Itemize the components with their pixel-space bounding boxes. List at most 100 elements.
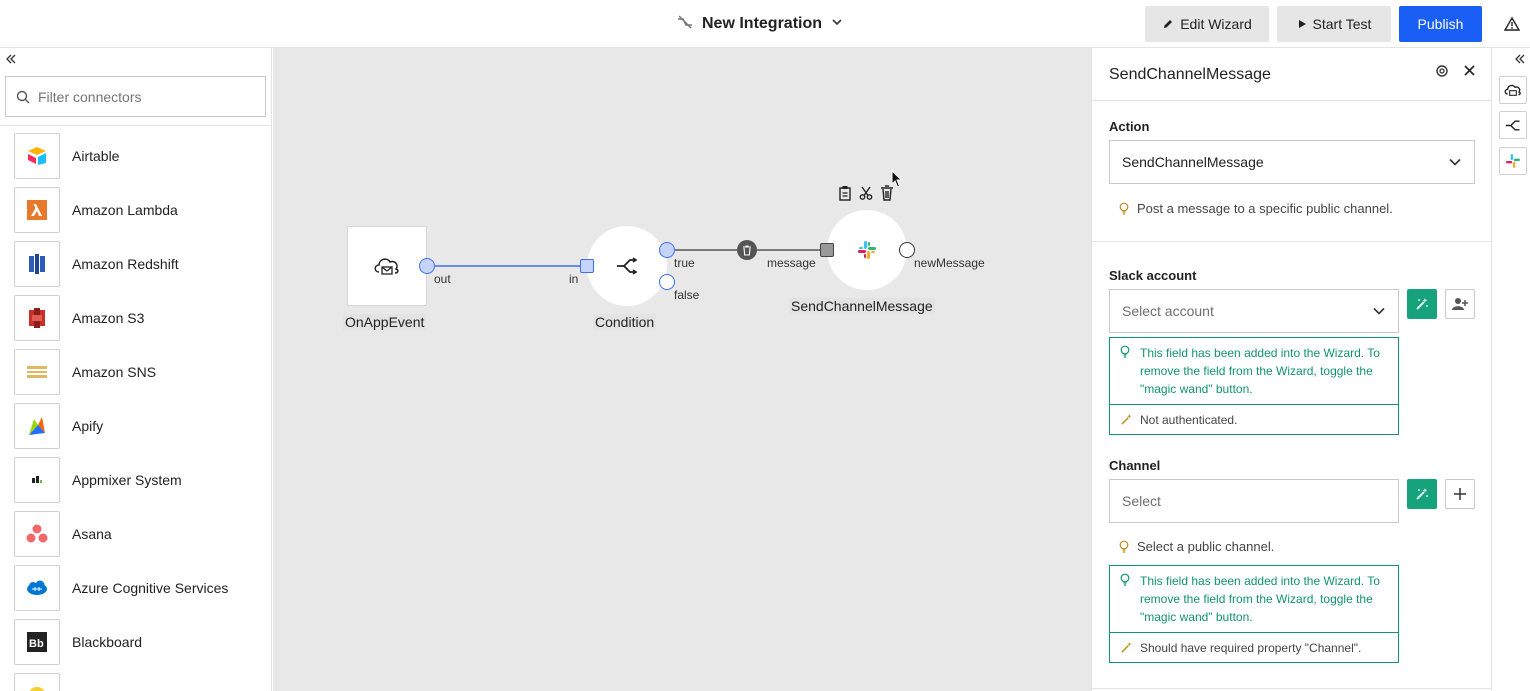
slack-account-placeholder: Select account	[1122, 303, 1214, 319]
channel-magic-wand-button[interactable]	[1407, 479, 1437, 509]
filter-connectors-field[interactable]	[5, 76, 266, 117]
search-icon	[16, 90, 30, 103]
appmixer-icon	[14, 457, 60, 503]
node-onappevent[interactable]	[347, 226, 427, 306]
connector-airtable[interactable]: Airtable	[14, 133, 119, 179]
integration-title: New Integration	[702, 15, 823, 32]
connector-partial[interactable]	[14, 673, 60, 691]
slack-account-label: Slack account	[1109, 268, 1197, 283]
chevron-down-icon[interactable]	[830, 15, 844, 34]
warning-icon[interactable]	[1503, 16, 1521, 37]
start-test-button[interactable]: Start Test	[1277, 6, 1391, 42]
amazon-lambda-icon	[14, 187, 60, 233]
cloud-mail-icon	[1504, 84, 1521, 96]
channel-placeholder: Select	[1122, 493, 1161, 509]
connector-apify[interactable]: Apify	[14, 403, 103, 449]
add-account-button[interactable]	[1445, 289, 1475, 319]
channel-label: Channel	[1109, 458, 1161, 473]
delete-node-icon[interactable]	[880, 185, 894, 206]
connector-amazon-redshift[interactable]: Amazon Redshift	[14, 241, 179, 287]
action-hint-text: Post a message to a specific public chan…	[1137, 201, 1393, 216]
connector-label: Appmixer System	[72, 472, 182, 488]
slack-account-magic-wand-button[interactable]	[1407, 289, 1437, 319]
port-false-label: false	[674, 288, 700, 302]
connector-asana[interactable]: Asana	[14, 511, 112, 557]
clipboard-icon[interactable]	[838, 185, 852, 206]
edit-wizard-label: Edit Wizard	[1180, 16, 1252, 32]
rail-condition-button[interactable]	[1499, 111, 1527, 139]
chevron-down-icon	[1449, 158, 1461, 166]
start-test-label: Start Test	[1312, 16, 1372, 32]
port-in-label: in	[569, 272, 579, 286]
flow-icon	[676, 13, 694, 36]
port-message[interactable]	[820, 243, 834, 257]
slack-account-status-text: Not authenticated.	[1140, 412, 1238, 427]
add-channel-button[interactable]	[1445, 479, 1475, 509]
port-out-label: out	[434, 272, 451, 286]
connector-label: Amazon SNS	[72, 364, 157, 380]
port-out[interactable]	[419, 258, 435, 274]
cloud-mail-icon	[374, 258, 399, 275]
amazon-redshift-icon	[14, 241, 60, 287]
add-user-icon	[1452, 298, 1468, 310]
node-onappevent-label: OnAppEvent	[343, 314, 427, 330]
connector-blackboard[interactable]: Bb Blackboard	[14, 619, 142, 665]
lightbulb-icon	[1119, 202, 1129, 215]
inspector-title: SendChannelMessage	[1109, 66, 1271, 83]
collapse-right-icon[interactable]	[1514, 52, 1526, 70]
lightbulb-icon	[1120, 573, 1130, 586]
channel-select[interactable]: Select	[1109, 479, 1399, 523]
port-false[interactable]	[659, 274, 675, 290]
svg-text:Bb: Bb	[29, 638, 44, 650]
connector-appmixer-system[interactable]: Appmixer System	[14, 457, 182, 503]
node-sendchannelmessage[interactable]	[827, 210, 907, 290]
rail-slack-button[interactable]	[1499, 147, 1527, 175]
port-true[interactable]	[659, 242, 675, 258]
port-message-label: message	[767, 256, 816, 270]
action-value: SendChannelMessage	[1122, 154, 1264, 170]
scissors-icon[interactable]	[859, 186, 873, 205]
divider	[1092, 241, 1492, 242]
rail-onappevent-button[interactable]	[1499, 76, 1527, 104]
pencil-icon	[1164, 20, 1173, 28]
connector-amazon-sns[interactable]: Amazon SNS	[14, 349, 156, 395]
channel-wizard-message: This field has been added into the Wizar…	[1110, 566, 1398, 632]
connector-label: Azure Cognitive Services	[72, 580, 229, 596]
connector-icon	[14, 673, 60, 691]
slack-account-select[interactable]: Select account	[1109, 289, 1399, 333]
collapse-left-icon[interactable]	[5, 52, 17, 70]
filter-connectors-input[interactable]	[38, 88, 238, 105]
connector-amazon-lambda[interactable]: Amazon Lambda	[14, 187, 178, 233]
port-in[interactable]	[580, 259, 594, 273]
integration-title-dropdown[interactable]: New Integration	[676, 12, 844, 36]
close-icon[interactable]	[1463, 64, 1476, 82]
connector-label: Amazon S3	[72, 310, 145, 326]
action-select[interactable]: SendChannelMessage	[1109, 140, 1475, 184]
action-label: Action	[1109, 119, 1150, 134]
lightbulb-icon	[1119, 540, 1129, 553]
connector-amazon-s3[interactable]: Amazon S3	[14, 295, 144, 341]
edit-wizard-button[interactable]: Edit Wizard	[1145, 6, 1269, 42]
connector-label: Blackboard	[72, 634, 143, 650]
flow-canvas[interactable]: out OnAppEvent in true false Condition m…	[273, 48, 1091, 691]
slack-account-status: Not authenticated.	[1110, 404, 1398, 434]
channel-hint-text: Select a public channel.	[1137, 539, 1275, 554]
plus-icon	[1454, 488, 1466, 500]
play-icon	[1298, 20, 1306, 28]
connector-azure-cognitive-services[interactable]: Azure Cognitive Services	[14, 565, 228, 611]
port-true-label: true	[674, 256, 695, 270]
publish-button[interactable]: Publish	[1399, 6, 1482, 42]
connector-label: Amazon Lambda	[72, 202, 178, 218]
amazon-s3-icon	[14, 295, 60, 341]
link-delete-button[interactable]	[737, 240, 757, 260]
azure-icon	[14, 565, 60, 611]
settings-icon[interactable]	[1435, 64, 1449, 83]
port-newmessage-label: newMessage	[914, 256, 985, 270]
port-newmessage[interactable]	[899, 242, 915, 258]
magic-wand-icon	[1416, 298, 1428, 310]
condition-branch-icon	[617, 257, 638, 275]
connections-layer	[427, 249, 826, 267]
top-bar: New Integration Edit Wizard Start Test P…	[0, 0, 1530, 48]
node-condition[interactable]	[587, 226, 667, 306]
slack-icon	[1506, 154, 1520, 168]
